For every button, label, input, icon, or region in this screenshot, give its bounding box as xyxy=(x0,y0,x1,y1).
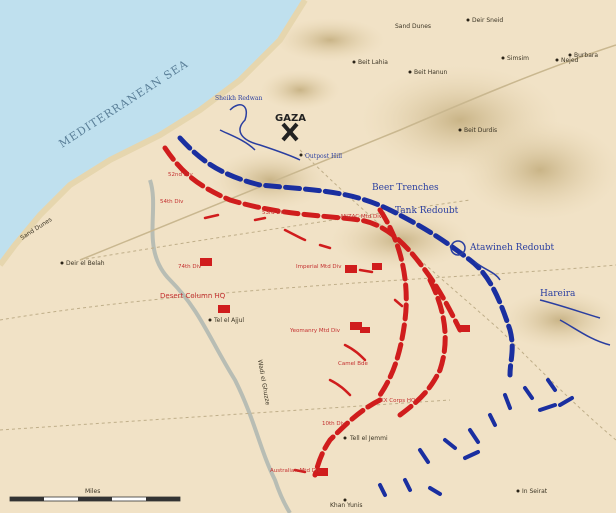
unit-label: ANZAC Mtd Div xyxy=(340,214,383,220)
ottoman-label: Outpost Hill xyxy=(305,153,342,160)
railway xyxy=(79,44,616,261)
british-flags xyxy=(200,258,470,476)
ottoman-label: Beer Trenches xyxy=(372,183,439,193)
ottoman-label: Tank Redoubt xyxy=(395,206,459,216)
unit-label: Camel Bde xyxy=(338,361,368,367)
unit-label: Imperial Mtd Div xyxy=(296,264,342,270)
mediterranean-sea xyxy=(0,0,305,265)
sand-dunes-label: Sand Dunes xyxy=(395,23,431,30)
place-label: Khan Yunis xyxy=(330,502,363,509)
place-label: Nejed xyxy=(561,57,579,64)
place-labels: Deir Sneid Simsim Burbara Nejed Beit Lah… xyxy=(66,17,598,509)
ottoman-front-line xyxy=(177,135,515,378)
tracks xyxy=(0,149,616,441)
unit-label: 10th Div xyxy=(322,421,346,427)
unit-label: 54th Div xyxy=(160,199,184,205)
coastline xyxy=(0,0,308,267)
british-front-line xyxy=(162,145,463,478)
unit-label: XX Corps HQ xyxy=(380,398,416,404)
unit-label: Australian Mtd Div xyxy=(270,468,321,474)
place-label: Tell el Jemmi xyxy=(349,435,388,442)
ottoman-labels: Outpost Hill Sheikh Redwan Beer Trenches… xyxy=(215,95,576,299)
city-label: GAZA xyxy=(275,113,306,124)
ottoman-outposts xyxy=(378,378,574,497)
place-label: In Seirat xyxy=(522,488,548,495)
place-label: Burbara xyxy=(574,52,598,59)
place-label: Simsim xyxy=(507,55,529,62)
ottoman-label: Hareira xyxy=(540,289,576,299)
ottoman-positions xyxy=(219,104,611,346)
british-positions xyxy=(203,213,404,474)
place-label: Deir Sneid xyxy=(472,17,503,24)
place-label: Deir el Belah xyxy=(66,260,105,267)
scale-label: Miles xyxy=(85,488,100,495)
unit-label: Desert Column HQ xyxy=(160,292,226,300)
place-label: Beit Lahia xyxy=(358,59,388,66)
ottoman-label: Atawineh Redoubt xyxy=(469,243,555,253)
wadi-ghuzze xyxy=(148,179,292,513)
place-label: Tel el Ajjul xyxy=(213,317,244,324)
unit-label: 53rd Div xyxy=(262,210,286,216)
unit-label: 52nd Div xyxy=(168,172,193,178)
ottoman-label: Sheikh Redwan xyxy=(215,95,262,102)
place-dots xyxy=(60,18,572,502)
unit-label: 74th Div xyxy=(178,264,202,270)
place-label: Beit Durdis xyxy=(464,127,497,134)
gaza-marker xyxy=(281,122,299,142)
place-label: Beit Hanun xyxy=(414,69,448,76)
unit-label: Yeomanry Mtd Div xyxy=(289,328,341,334)
british-unit-labels: 52nd Div 54th Div 53rd Div Desert Column… xyxy=(160,172,416,474)
scale-bar: Miles xyxy=(9,488,181,502)
